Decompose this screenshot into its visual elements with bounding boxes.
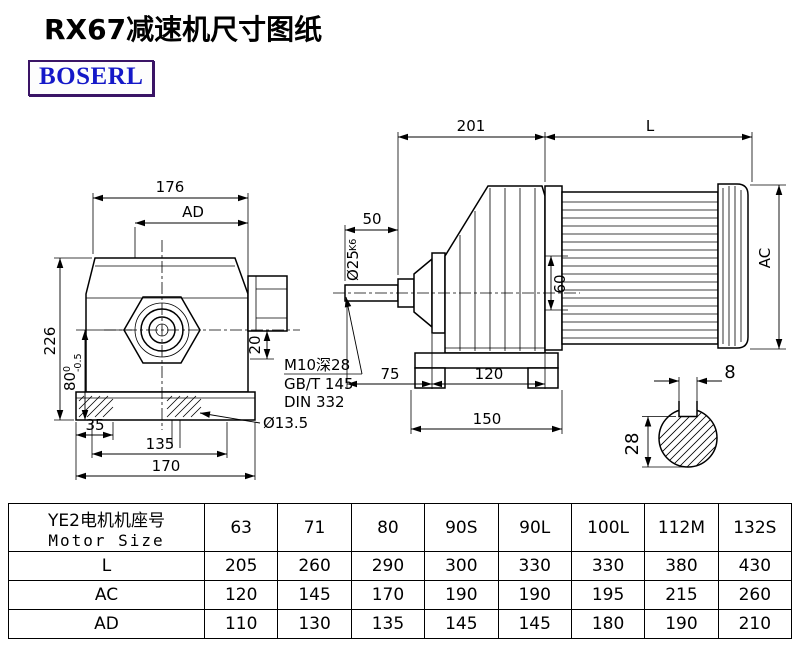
cell-L-90s: 300 xyxy=(424,551,499,581)
page-title: RX67减速机尺寸图纸 xyxy=(44,13,323,46)
dim-20: 20 xyxy=(246,335,264,354)
dim-key-depth: 28 xyxy=(622,433,643,456)
note-tap-hole: M10深28 xyxy=(284,356,350,374)
dim-50: 50 xyxy=(362,210,381,228)
cell-AC-71: 145 xyxy=(277,580,352,610)
cell-AC-90l: 190 xyxy=(497,580,572,610)
table-row-AD: AD 110 130 135 145 145 180 190 210 xyxy=(8,609,793,639)
header-size-112m: 112M xyxy=(644,503,719,552)
motor-flange xyxy=(544,185,563,351)
dim-35: 35 xyxy=(85,416,104,434)
cell-AD-90s: 145 xyxy=(424,609,499,639)
cell-AC-112m: 215 xyxy=(644,580,719,610)
cell-AD-80: 135 xyxy=(350,609,426,639)
front-terminal-box xyxy=(247,275,288,332)
cell-L-90l: 330 xyxy=(497,551,572,581)
technical-drawing: 176 AD 226 80 0 -0.5 20 35 135 170 Ø13.5 xyxy=(41,117,786,480)
dim-176: 176 xyxy=(156,178,185,196)
dim-120: 120 xyxy=(475,365,504,383)
dim-60: 60 xyxy=(551,274,569,293)
dim-L: L xyxy=(646,117,655,135)
foot-left xyxy=(414,367,446,389)
side-view-dimensions: 201 L 50 Ø25 K6 60 AC M10深28 GB/T 145 DI… xyxy=(284,117,786,434)
cell-AC-80: 170 xyxy=(350,580,426,610)
row-label-L: L xyxy=(8,551,205,581)
row-label-AD: AD xyxy=(8,609,205,639)
header-motor-size-en: Motor Size xyxy=(48,530,165,550)
dim-150: 150 xyxy=(473,410,502,428)
dim-key-width: 8 xyxy=(724,362,735,383)
dim-80-tol-lower: -0.5 xyxy=(73,353,84,372)
fan-cowl-slots xyxy=(722,186,742,346)
header-size-90s: 90S xyxy=(424,503,499,552)
cell-AD-71: 130 xyxy=(277,609,352,639)
cell-L-63: 205 xyxy=(203,551,279,581)
cell-L-132s: 430 xyxy=(717,551,793,581)
table-row-AC: AC 120 145 170 190 190 195 215 260 xyxy=(8,580,793,610)
header-size-100l: 100L xyxy=(570,503,646,552)
front-housing-outline xyxy=(85,257,249,393)
front-view-dimensions: 176 AD 226 80 0 -0.5 20 35 135 170 Ø13.5 xyxy=(41,178,308,480)
dim-80-group: 80 0 -0.5 xyxy=(61,353,84,391)
dim-80-tol-upper: 0 xyxy=(62,366,73,372)
dim-AD: AD xyxy=(182,203,204,221)
header-size-90l: 90L xyxy=(497,503,572,552)
side-view xyxy=(333,183,749,389)
front-foot-hatch-left xyxy=(78,395,114,418)
header-size-132s: 132S xyxy=(717,503,793,552)
dim-shaft-fit: K6 xyxy=(348,239,359,251)
cell-AD-63: 110 xyxy=(203,609,279,639)
section-keyway xyxy=(678,401,698,418)
dim-170: 170 xyxy=(152,457,181,475)
motor-fins xyxy=(562,201,718,339)
cell-AD-90l: 145 xyxy=(497,609,572,639)
motor-body xyxy=(561,191,719,345)
base-plate xyxy=(414,352,559,369)
note-din-standard: DIN 332 xyxy=(284,393,345,411)
cell-AC-132s: 260 xyxy=(717,580,793,610)
dim-shaft-dia: Ø25 xyxy=(344,250,362,281)
table-row-L: L 205 260 290 300 330 330 380 430 xyxy=(8,551,793,581)
cell-L-100l: 330 xyxy=(570,551,646,581)
front-base-flange xyxy=(75,391,256,421)
header-motor-size-cn: YE2电机机座号 xyxy=(48,510,165,531)
header-size-63: 63 xyxy=(203,503,279,552)
dim-AC: AC xyxy=(756,248,774,268)
cell-AD-112m: 190 xyxy=(644,609,719,639)
cell-AC-63: 120 xyxy=(203,580,279,610)
note-gb-standard: GB/T 145 xyxy=(284,375,354,393)
table-header-row: YE2电机机座号 Motor Size 63 71 80 90S 90L 100… xyxy=(8,503,793,552)
cell-L-71: 260 xyxy=(277,551,352,581)
fan-cowl xyxy=(717,183,749,349)
boserl-logo: BOSERL xyxy=(28,60,155,96)
cell-AD-132s: 210 xyxy=(717,609,793,639)
logo-text: BOSERL xyxy=(39,63,144,90)
row-label-AC: AC xyxy=(8,580,205,610)
header-size-71: 71 xyxy=(277,503,352,552)
cell-AC-90s: 190 xyxy=(424,580,499,610)
front-foot-hatch-right xyxy=(166,395,202,418)
dim-80: 80 xyxy=(61,372,79,391)
header-size-80: 80 xyxy=(350,503,426,552)
dim-shaft-group: Ø25 K6 xyxy=(344,239,362,281)
header-motor-size: YE2电机机座号 Motor Size xyxy=(8,503,205,552)
cell-AD-100l: 180 xyxy=(570,609,646,639)
foot-right xyxy=(527,367,559,389)
shaft-section-view: 8 28 xyxy=(622,362,736,468)
dim-226: 226 xyxy=(41,327,59,356)
motor-dimension-table: YE2电机机座号 Motor Size 63 71 80 90S 90L 100… xyxy=(8,503,793,639)
dim-75: 75 xyxy=(380,365,399,383)
dim-hole-dia: Ø13.5 xyxy=(263,414,308,432)
dim-201: 201 xyxy=(457,117,486,135)
cell-AC-100l: 195 xyxy=(570,580,646,610)
dim-135: 135 xyxy=(146,435,175,453)
cell-L-80: 290 xyxy=(350,551,426,581)
cell-L-112m: 380 xyxy=(644,551,719,581)
